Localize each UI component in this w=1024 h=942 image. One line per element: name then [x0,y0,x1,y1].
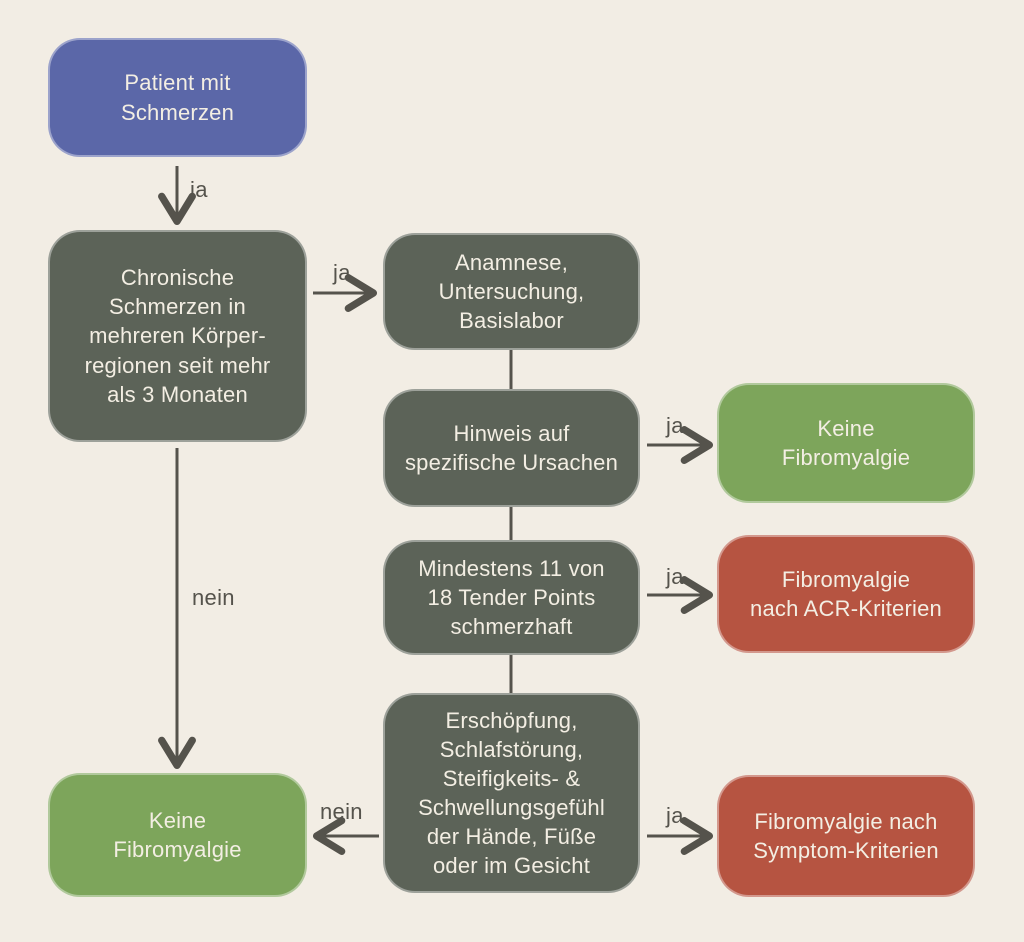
edge-label-hinweis-keine: ja [666,413,684,438]
node-fibromyalgie-acr-kriterien: Fibromyalgie nach ACR-Kriterien [717,535,975,653]
edge-label-patient-chronische: ja [190,177,208,202]
node-anamnese-untersuchung-basislabor: Anamnese, Untersuchung, Basislabor [383,233,640,350]
node-fibromyalgie-symptom-kriterien: Fibromyalgie nach Symptom-Kriterien [717,775,975,897]
edge-label-symptome-symptomkriterien: ja [666,803,684,828]
node-chronische-schmerzen: Chronische Schmerzen in mehreren Körper-… [48,230,307,442]
edge-label-chronische-keine: nein [192,585,235,610]
edge-label-chronische-anamnese: ja [333,260,351,285]
node-patient-mit-schmerzen: Patient mit Schmerzen [48,38,307,157]
node-symptome: Erschöpfung, Schlafstörung, Steifigkeits… [383,693,640,893]
edge-label-symptome-keine: nein [320,799,363,824]
edge-label-tender-acr: ja [666,564,684,589]
node-tender-points: Mindestens 11 von 18 Tender Points schme… [383,540,640,655]
node-keine-fibromyalgie-oben: Keine Fibromyalgie [717,383,975,503]
node-hinweis-spezifische-ursachen: Hinweis auf spezifische Ursachen [383,389,640,507]
node-keine-fibromyalgie-unten: Keine Fibromyalgie [48,773,307,897]
